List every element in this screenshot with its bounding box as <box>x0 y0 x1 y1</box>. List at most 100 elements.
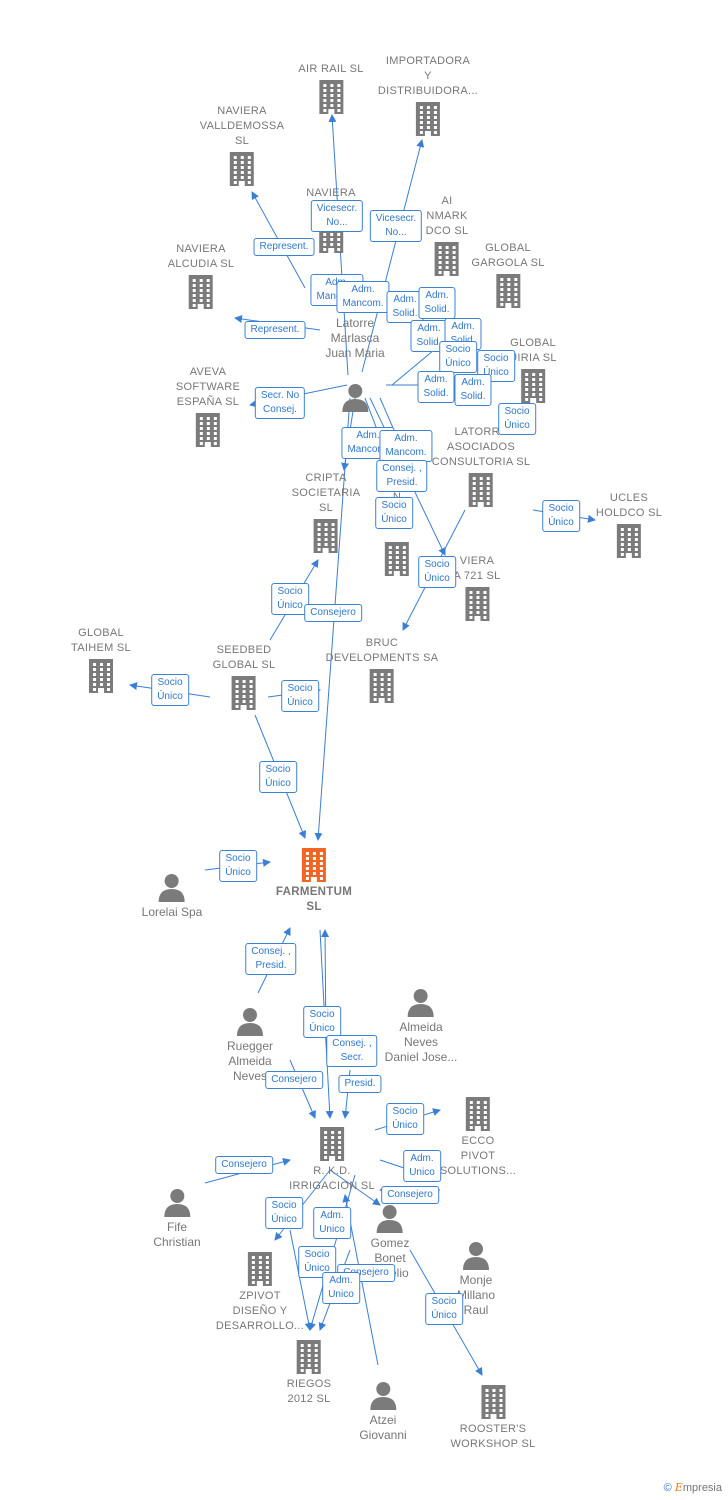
relation-label[interactable]: Consejero <box>304 604 362 622</box>
node-label-line: Lorelai Spa <box>141 905 203 919</box>
node-label-line: IRRIGACION SL <box>289 1180 375 1192</box>
relation-label[interactable]: Adm.Solid. <box>454 374 492 406</box>
relation-label[interactable]: Consejero <box>215 1156 273 1174</box>
node-air-rail[interactable]: AIR RAIL SL <box>298 62 363 114</box>
relation-label[interactable]: Consejero <box>381 1186 439 1204</box>
relation-label[interactable]: Adm.Unico <box>403 1150 441 1182</box>
relation-label[interactable]: Consej. ,Presid. <box>376 460 428 492</box>
relation-label[interactable]: Vicesecr.No... <box>310 200 364 232</box>
relation-label[interactable]: Adm.Mancom. <box>336 281 390 313</box>
node-label-line: Gomez <box>370 1236 410 1250</box>
node-label-line: CRIPTA <box>305 472 347 484</box>
brand-initial: E <box>674 1481 683 1494</box>
node-label-line: NAVIERA <box>217 105 267 117</box>
building-icon <box>292 519 361 553</box>
relation-label-line: Socio <box>157 677 183 688</box>
relation-label-line: Vicesecr. <box>316 203 358 214</box>
relation-label[interactable]: Represent. <box>253 238 315 256</box>
relation-label-line: Presid. <box>255 960 287 971</box>
relation-edge <box>289 1229 313 1331</box>
node-label: AIR RAIL SL <box>298 62 363 77</box>
relation-label[interactable]: Consej. ,Presid. <box>245 943 297 975</box>
node-label-line: ROOSTER'S <box>459 1423 527 1435</box>
relation-label-line: Adm. <box>394 433 418 444</box>
relation-label-line: Consejero <box>387 1189 433 1200</box>
relation-label-line: Solid. <box>423 388 449 399</box>
relation-edge <box>289 1059 316 1119</box>
relation-label-line: Único <box>381 514 407 525</box>
relation-label-line: Adm. <box>320 1210 344 1221</box>
node-rkd[interactable]: R. K.D.IRRIGACION SL <box>289 1127 375 1194</box>
node-label-line: GLOBAL SL <box>212 659 276 671</box>
relation-label[interactable]: Vicesecr.No... <box>369 210 423 242</box>
relation-label-line: Solid. <box>460 391 486 402</box>
building-icon <box>71 659 131 693</box>
person-icon <box>142 872 203 902</box>
relation-label[interactable]: Adm.Mancom. <box>379 430 433 462</box>
relation-label[interactable]: Represent. <box>244 321 306 339</box>
relation-label[interactable]: Adm.Unico <box>313 1207 351 1239</box>
relation-label-line: Socio <box>271 1200 297 1211</box>
node-label-line: TAIHEM SL <box>71 642 131 654</box>
relation-label[interactable]: Adm.Solid. <box>386 291 424 323</box>
relation-label[interactable]: Presid. <box>338 1075 382 1093</box>
relation-label[interactable]: Adm.Unico <box>322 1272 360 1304</box>
relation-label[interactable]: Adm.Solid. <box>417 371 455 403</box>
node-label-line: IMPORTADORA <box>385 55 471 67</box>
relation-label-line: Único <box>157 691 183 702</box>
relation-label[interactable]: Adm.Solid. <box>418 287 456 319</box>
node-label-line: PIVOT <box>460 1150 496 1162</box>
node-lorelai[interactable]: Lorelai Spa <box>142 872 203 920</box>
relation-label-line: Socio <box>548 503 574 514</box>
node-label-line: CONSULTORIA SL <box>431 456 531 468</box>
relation-label[interactable]: Consej. ,Secr. <box>326 1035 378 1067</box>
node-label: Lorelai Spa <box>142 905 203 920</box>
relation-label[interactable]: Consejero <box>265 1071 323 1089</box>
node-label-line: NMARK <box>426 210 468 222</box>
